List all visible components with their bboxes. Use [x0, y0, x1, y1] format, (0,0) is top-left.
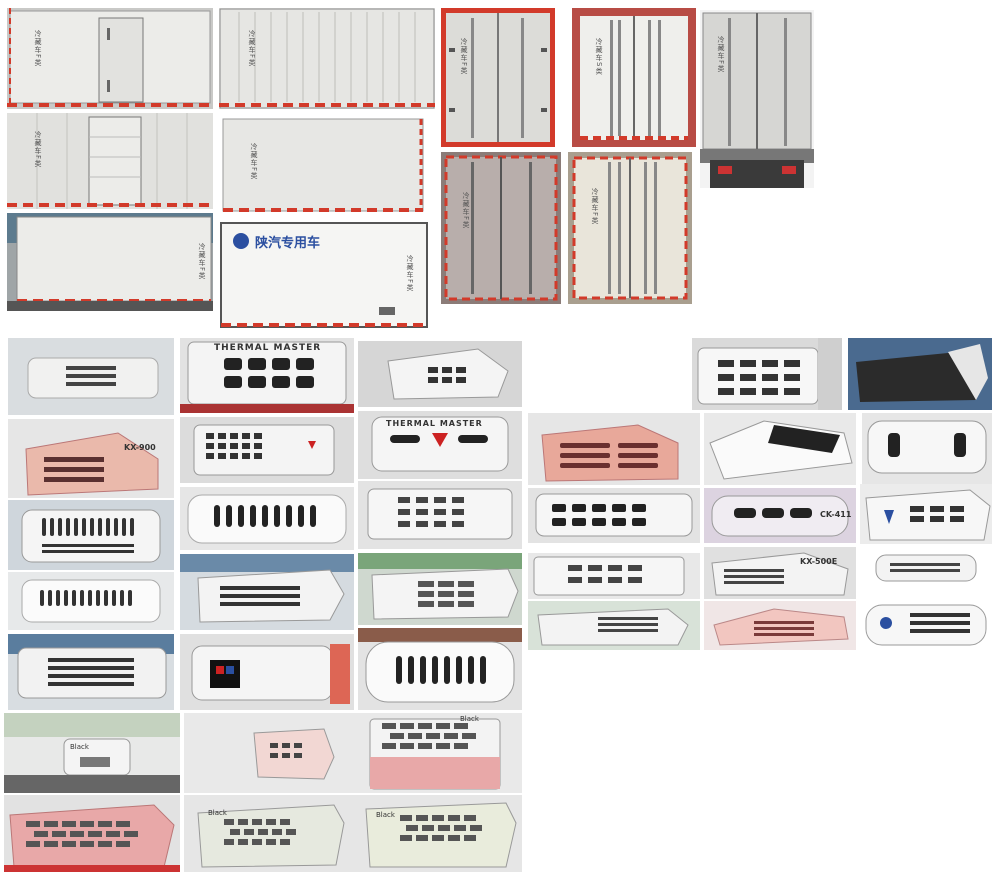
box-side-center-door-photo: 冷藏车F类: [7, 113, 213, 209]
unit-brand-label: THERMAL MASTER: [214, 343, 322, 353]
refrigeration-unit-photo: [704, 413, 856, 485]
box-label: 冷藏车F类: [462, 192, 470, 230]
refrigeration-unit-photo: [184, 713, 350, 793]
refrigeration-unit-photo: [358, 628, 522, 710]
refrigeration-unit-photo: [860, 547, 992, 597]
rear-doors-photo-3: 冷藏车F类: [700, 10, 814, 188]
refrigeration-unit-photo: [704, 601, 856, 650]
refrigeration-unit-photo: [692, 338, 842, 410]
refrigeration-unit-photo: CK-411: [704, 488, 856, 543]
rear-doors-photo-1: 冷藏车F类: [441, 8, 555, 147]
maker-logo-text: 陕汽专用车: [255, 236, 321, 251]
refrigeration-unit-photo: THERMAL MASTER: [180, 338, 354, 413]
refrigeration-unit-photo: [528, 553, 700, 599]
refrigeration-unit-photo: [358, 481, 522, 549]
refrigeration-unit-photo: [528, 601, 700, 650]
box-side-door-photo: 冷藏车F类: [7, 8, 213, 109]
refrigeration-unit-photo: [8, 338, 174, 415]
refrigeration-unit-photo: [180, 634, 354, 710]
rear-doors-photo-2: 冷藏车S类: [572, 8, 696, 147]
refrigeration-unit-photo: KX-900: [8, 419, 174, 498]
rear-doors-photo-4: 冷藏车F类: [441, 152, 561, 304]
refrigeration-unit-photo: [180, 417, 354, 483]
refrigeration-unit-photo: [8, 572, 174, 630]
refrigeration-unit-photo: KX-500E: [704, 547, 856, 599]
refrigeration-unit-photo: THERMAL MASTER: [358, 411, 522, 479]
box-label: 冷藏车F类: [250, 143, 258, 181]
box-label: 冷藏车F类: [406, 255, 414, 293]
refrigeration-unit-photo: [528, 413, 700, 485]
box-label: 冷藏车F类: [591, 188, 599, 226]
unit-brand-label: Black: [376, 811, 395, 819]
box-corrugated-side-photo: 冷藏车F类: [219, 8, 435, 109]
refrigeration-unit-photo: Black: [350, 713, 522, 793]
box-label: 冷藏车F类: [248, 30, 256, 68]
rear-logo-panel-photo: 陕汽专用车 冷藏车F类: [219, 221, 429, 331]
unit-brand-label: Black: [208, 809, 227, 817]
refrigeration-unit-photo: [528, 488, 700, 543]
box-label: 冷藏车F类: [34, 30, 42, 68]
refrigeration-unit-photo: [358, 553, 522, 625]
box-label: 冷藏车F类: [198, 243, 206, 281]
refrigeration-unit-photo: [848, 338, 992, 410]
refrigeration-unit-photo: Black: [4, 713, 180, 793]
unit-model-label: KX-500E: [800, 557, 838, 566]
truck-side-photo: 冷藏车F类: [7, 213, 213, 311]
refrigeration-unit-photo: [8, 634, 174, 710]
box-label: 冷藏车F类: [460, 38, 468, 76]
unit-brand-label: Black: [460, 715, 479, 723]
refrigeration-unit-photo: [180, 487, 354, 550]
unit-brand-label: THERMAL MASTER: [386, 419, 483, 428]
box-label: 冷藏车F类: [34, 131, 42, 169]
box-label: 冷藏车F类: [717, 36, 725, 74]
box-plain-side-photo: 冷藏车F类: [219, 113, 429, 216]
unit-brand-label: Black: [70, 743, 89, 751]
refrigeration-unit-photo: [180, 554, 354, 630]
unit-model-label: KX-900: [124, 443, 156, 452]
refrigeration-unit-photo: [4, 795, 180, 872]
unit-model-label: CK-411: [820, 510, 852, 519]
rear-doors-photo-5: 冷藏车F类: [568, 152, 692, 304]
refrigeration-unit-photo: [860, 599, 992, 651]
refrigeration-unit-photo: [862, 413, 992, 485]
box-label: 冷藏车S类: [595, 38, 603, 76]
refrigeration-unit-photo: [8, 500, 174, 570]
refrigeration-unit-photo: Black: [184, 795, 350, 872]
refrigeration-unit-photo: [358, 341, 522, 407]
refrigeration-unit-photo: [860, 484, 992, 544]
refrigeration-unit-photo: Black: [350, 795, 522, 872]
